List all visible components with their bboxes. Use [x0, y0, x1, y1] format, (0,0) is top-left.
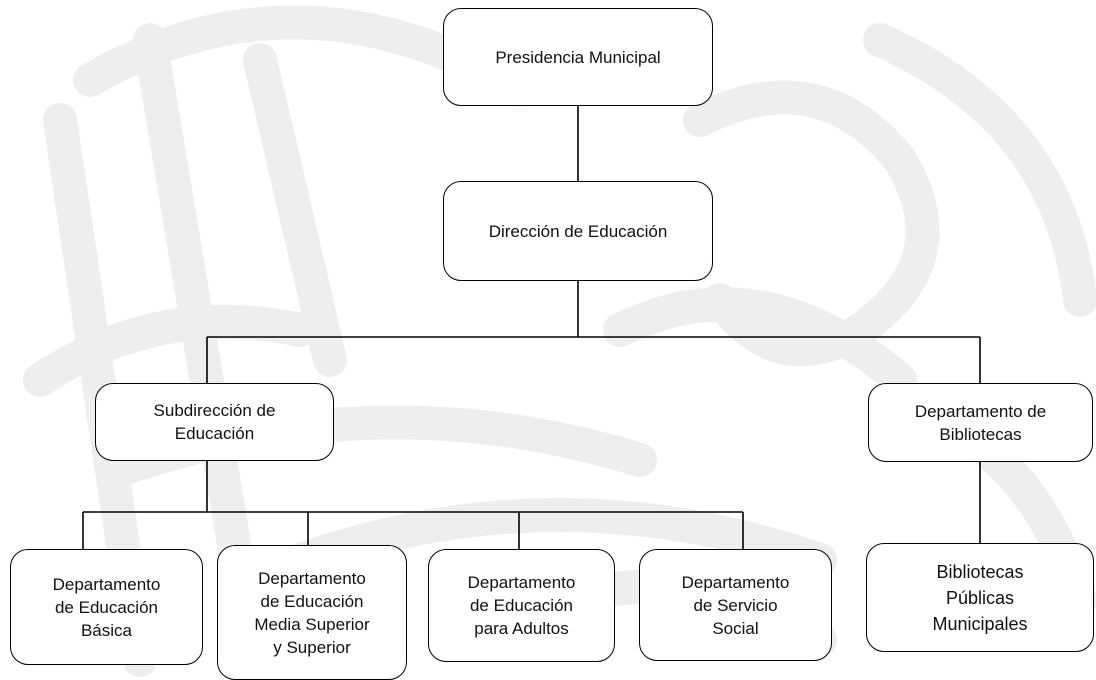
node-departamento-servicio-social: Departamento de Servicio Social [639, 549, 832, 661]
node-bibliotecas-publicas-municipales: Bibliotecas Públicas Municipales [866, 543, 1094, 652]
node-departamento-bibliotecas: Departamento de Bibliotecas [868, 383, 1093, 462]
node-subdireccion-educacion: Subdirección de Educación [95, 383, 334, 461]
node-departamento-educacion-basica: Departamento de Educación Básica [10, 549, 203, 665]
node-presidencia-municipal: Presidencia Municipal [443, 8, 713, 106]
node-direccion-educacion: Dirección de Educación [443, 181, 713, 281]
node-departamento-educacion-adultos: Departamento de Educación para Adultos [428, 549, 615, 662]
node-departamento-educacion-media-superior: Departamento de Educación Media Superior… [217, 545, 407, 680]
